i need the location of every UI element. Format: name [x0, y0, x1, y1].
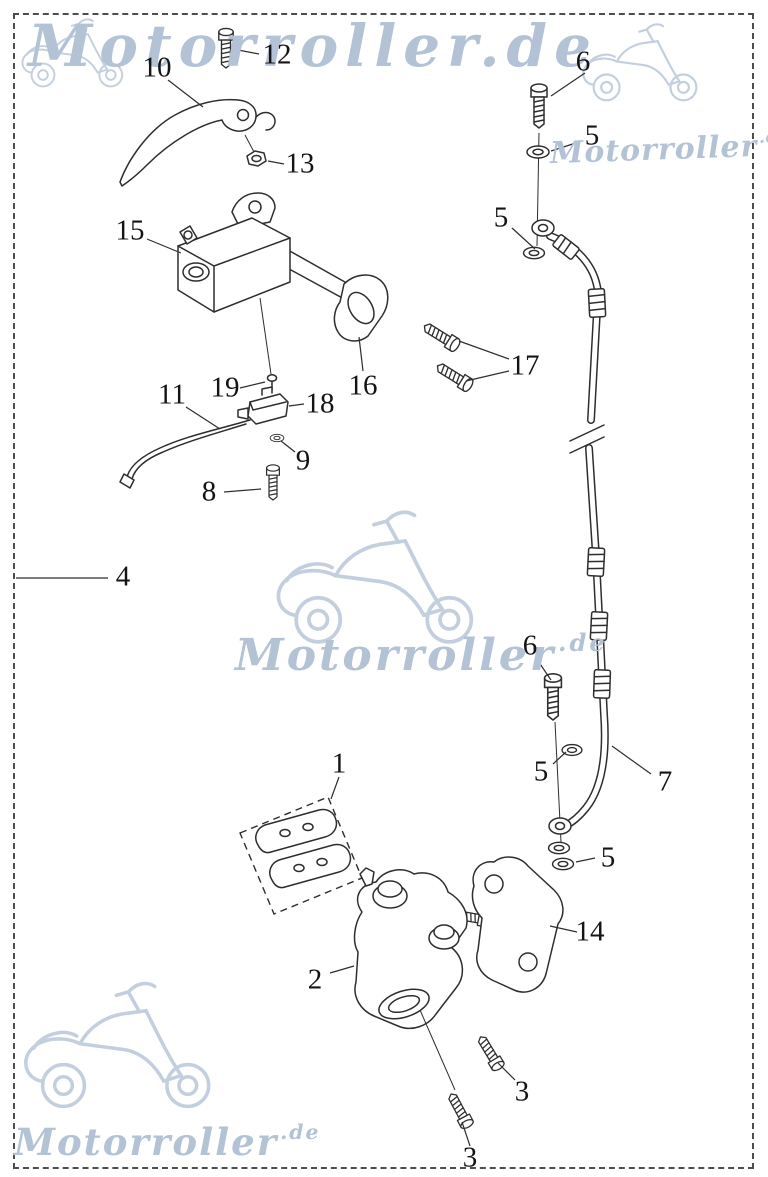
- part-label-9: 9: [295, 444, 311, 477]
- part-brake-hose: [531, 132, 612, 843]
- part-clamp-16: [333, 274, 389, 342]
- part-nut-13: [246, 150, 267, 167]
- part-master-cylinder: [177, 192, 353, 375]
- watermark-text-middle: Motorroller.de: [235, 627, 608, 681]
- part-label-5-hose-top: 5: [493, 201, 509, 234]
- part-label-5-top: 5: [584, 119, 600, 152]
- watermark-text-top: Motorroller.de: [28, 12, 599, 80]
- part-label-8: 8: [201, 475, 217, 508]
- part-label-12: 12: [262, 38, 292, 71]
- banjo-eye-top: [531, 219, 555, 237]
- watermark-text-bottom: Motorroller.de: [14, 1120, 320, 1164]
- part-label-10: 10: [142, 51, 172, 84]
- part-label-13: 13: [285, 147, 315, 180]
- part-label-6-top: 6: [575, 45, 591, 78]
- part-label-14: 14: [575, 915, 605, 948]
- part-label-3-right: 3: [514, 1075, 530, 1108]
- part-label-18: 18: [305, 387, 335, 420]
- part-label-5-bottom: 5: [600, 841, 616, 874]
- part-label-1: 1: [331, 747, 347, 780]
- watermark-tld: .de: [558, 627, 608, 657]
- part-label-5-mid: 5: [533, 755, 549, 788]
- banjo-eye-bottom: [548, 817, 572, 835]
- watermark-name: Motorroller: [14, 1120, 279, 1164]
- bolt-axis-line: [419, 1009, 456, 1091]
- part-label-7: 7: [657, 765, 673, 798]
- part-brake-switch-18: [237, 386, 289, 425]
- part-label-19: 19: [210, 371, 240, 404]
- part-label-15: 15: [115, 214, 145, 247]
- part-caliper-2: [353, 867, 468, 1030]
- part-label-2: 2: [307, 963, 323, 996]
- watermark-name: Motorroller: [235, 630, 557, 681]
- part-label-4: 4: [115, 560, 131, 593]
- part-label-6-bottom: 6: [522, 629, 538, 662]
- part-label-17: 17: [510, 349, 540, 382]
- part-label-3-bottom: 3: [462, 1141, 478, 1174]
- part-bracket-14: [450, 856, 564, 993]
- part-brake-lever: [119, 98, 276, 187]
- part-label-16: 16: [348, 369, 378, 402]
- part-label-11: 11: [158, 378, 186, 411]
- watermark-tld: .de: [280, 1119, 321, 1144]
- part-wire-11: [119, 419, 251, 489]
- leader-lines: [16, 49, 652, 1147]
